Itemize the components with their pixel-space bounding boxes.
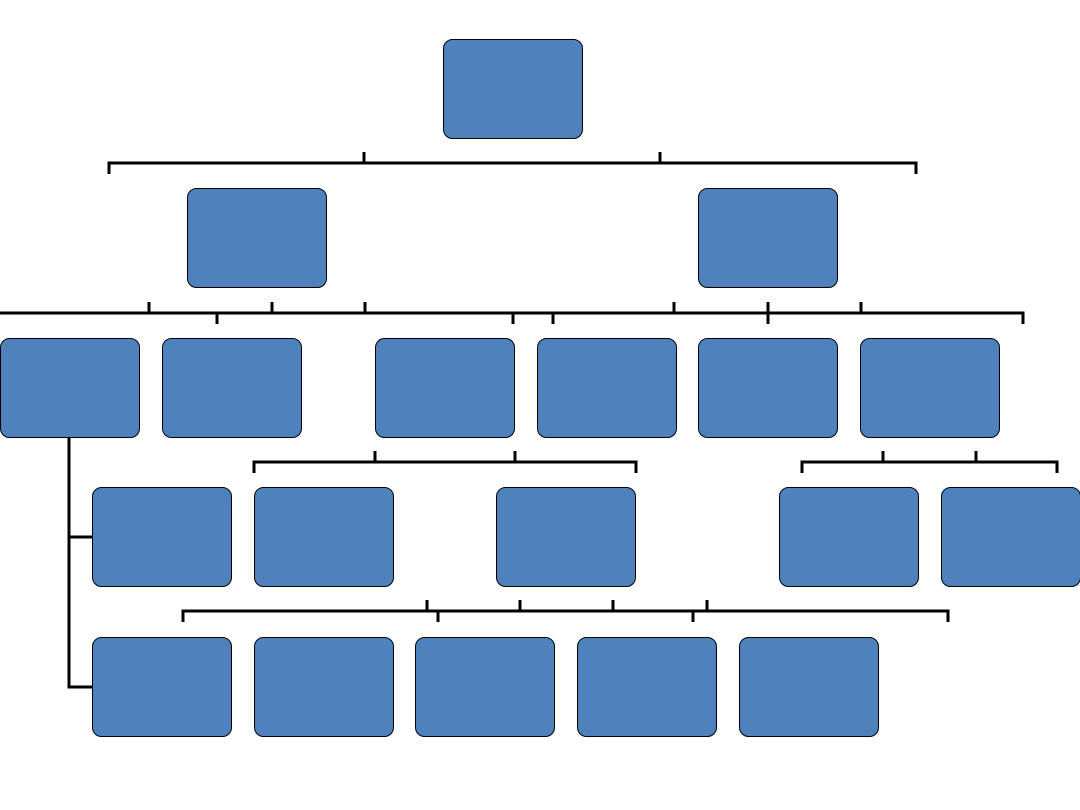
node-box-shape [162, 338, 302, 438]
node-box-level3-1[interactable] [0, 338, 140, 438]
node-box-shape [92, 487, 232, 587]
node-box-shape [739, 637, 879, 737]
node-box-level4-3[interactable] [496, 487, 636, 587]
node-box-level2-2[interactable] [698, 188, 838, 288]
node-box-shape [0, 338, 140, 438]
node-box-shape [375, 338, 515, 438]
node-box-level4-1[interactable] [92, 487, 232, 587]
node-box-level3-3[interactable] [375, 338, 515, 438]
node-box-level3-2[interactable] [162, 338, 302, 438]
node-box-shape [779, 487, 919, 587]
node-box-level5-4[interactable] [577, 637, 717, 737]
node-box-level1-1[interactable] [443, 39, 583, 139]
node-box-level3-4[interactable] [537, 338, 677, 438]
node-box-shape [496, 487, 636, 587]
connectors [0, 152, 1059, 689]
node-box-shape [443, 39, 583, 139]
node-box-level4-5[interactable] [941, 487, 1080, 587]
node-box-shape [254, 637, 394, 737]
node-box-shape [941, 487, 1080, 587]
node-box-shape [537, 338, 677, 438]
node-box-level3-5[interactable] [698, 338, 838, 438]
node-box-level5-5[interactable] [739, 637, 879, 737]
boxes [0, 39, 1080, 737]
node-box-level5-2[interactable] [254, 637, 394, 737]
node-box-level5-3[interactable] [415, 637, 555, 737]
node-box-shape [577, 637, 717, 737]
node-box-level3-6[interactable] [860, 338, 1000, 438]
node-box-level2-1[interactable] [187, 188, 327, 288]
node-box-shape [187, 188, 327, 288]
node-box-shape [698, 188, 838, 288]
node-box-level4-4[interactable] [779, 487, 919, 587]
node-box-shape [92, 637, 232, 737]
node-box-shape [415, 637, 555, 737]
node-box-level4-2[interactable] [254, 487, 394, 587]
node-box-level5-1[interactable] [92, 637, 232, 737]
node-box-shape [254, 487, 394, 587]
node-box-shape [698, 338, 838, 438]
node-box-shape [860, 338, 1000, 438]
